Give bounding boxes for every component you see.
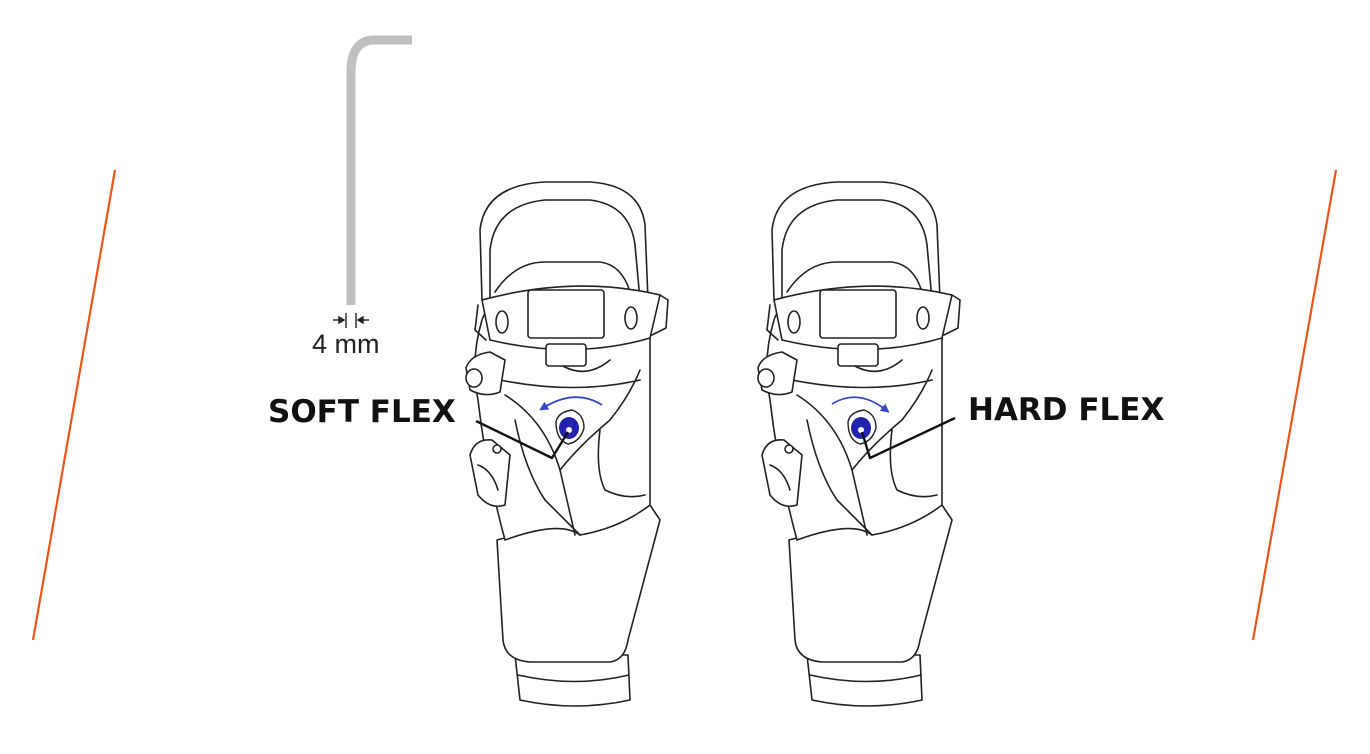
hex-size-label: 4 mm [312,329,380,359]
inserted-key-hard [860,416,956,460]
soft-flex-label: SOFT FLEX [268,394,456,430]
right-accent-line [1251,169,1338,641]
rotate-counterclockwise-arrow-icon [539,396,603,411]
rotate-clockwise-arrow-icon [831,396,890,413]
hard-flex-label: HARD FLEX [968,392,1164,428]
inserted-key-soft [475,419,570,460]
boot-soft-flex [465,181,669,707]
size-indicator-icon [333,313,369,328]
flex-screw-icon [847,409,877,445]
boot-hard-flex [757,181,961,707]
left-accent-line [31,169,117,641]
allen-key-icon [346,35,412,305]
